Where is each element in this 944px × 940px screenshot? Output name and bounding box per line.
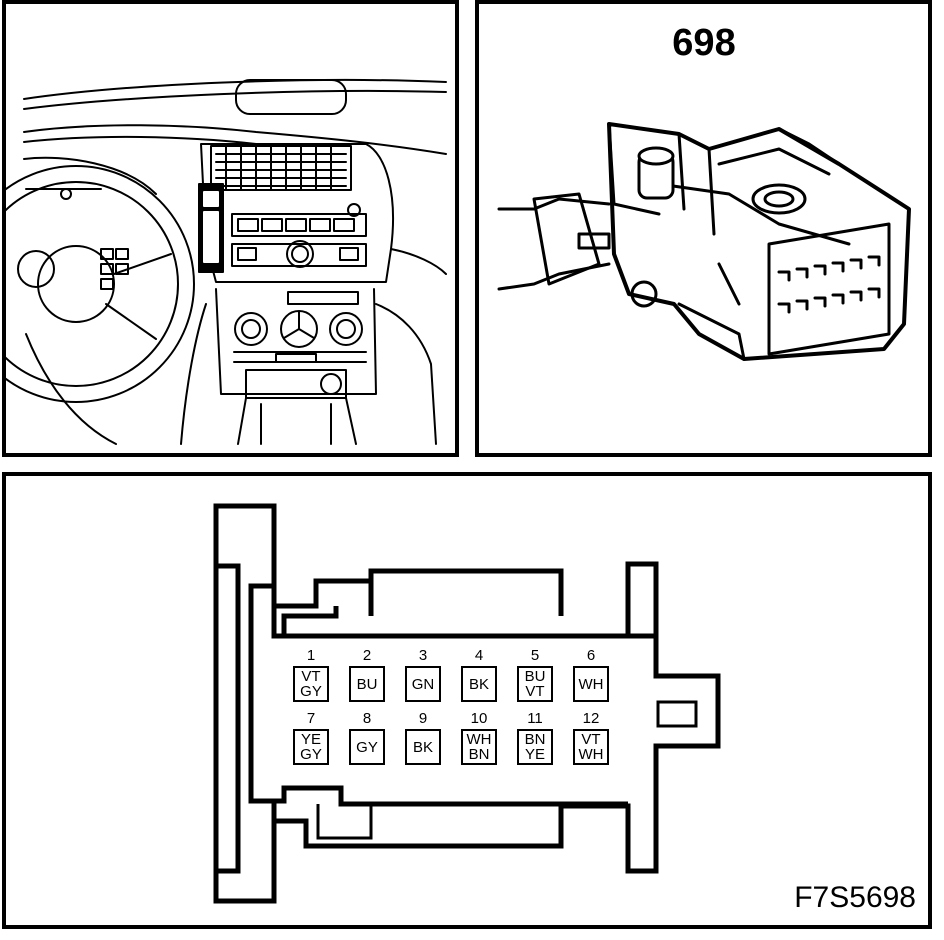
pin-number: 12 bbox=[582, 710, 600, 727]
pin-number: 7 bbox=[306, 710, 316, 727]
connector-number: 698 bbox=[672, 22, 736, 64]
wire-color: BU bbox=[524, 668, 546, 685]
wire-color: GY bbox=[300, 683, 322, 700]
connector-panel: 698 bbox=[475, 0, 932, 457]
wire-color: WH bbox=[578, 675, 604, 693]
pin-number: 2 bbox=[362, 647, 372, 664]
wire-color: GY bbox=[300, 746, 322, 763]
wire-color: BK bbox=[412, 738, 433, 756]
wire-color: YE bbox=[524, 746, 545, 763]
wire-color: GY bbox=[356, 738, 378, 756]
pin-number: 5 bbox=[530, 647, 540, 664]
pin-cell: GY bbox=[349, 729, 385, 765]
wire-color: VT bbox=[581, 731, 601, 748]
figure-code: F7S5698 bbox=[794, 881, 916, 914]
pin-cell: BK bbox=[461, 666, 497, 702]
pin-number: 11 bbox=[527, 710, 543, 727]
wire-color: BK bbox=[468, 675, 489, 693]
pin-number: 3 bbox=[418, 647, 428, 664]
pin-cell: WH bbox=[573, 666, 609, 702]
pin-number: 1 bbox=[306, 647, 316, 664]
pin-number: 10 bbox=[470, 710, 488, 727]
pin-number: 4 bbox=[474, 647, 484, 664]
pin-number: 9 bbox=[418, 710, 428, 727]
pin-number: 8 bbox=[362, 710, 372, 727]
wire-color: YE bbox=[300, 731, 321, 748]
connector-illustration bbox=[497, 122, 911, 361]
location-panel bbox=[2, 0, 459, 457]
pin-number: 6 bbox=[586, 647, 596, 664]
wire-color: VT bbox=[525, 683, 545, 700]
wire-color: BU bbox=[356, 675, 378, 693]
connector-face-outline bbox=[213, 503, 721, 904]
pin-cell: BU bbox=[349, 666, 385, 702]
dashboard-illustration bbox=[6, 79, 447, 445]
wire-color: GN bbox=[411, 675, 435, 693]
pin-cell: GN bbox=[405, 666, 441, 702]
wire-color: WH bbox=[466, 731, 492, 748]
wire-color: BN bbox=[524, 731, 546, 748]
wire-color: VT bbox=[301, 668, 321, 685]
wire-color: BN bbox=[468, 746, 490, 763]
pin-cell: BK bbox=[405, 729, 441, 765]
wire-color: WH bbox=[578, 746, 604, 763]
